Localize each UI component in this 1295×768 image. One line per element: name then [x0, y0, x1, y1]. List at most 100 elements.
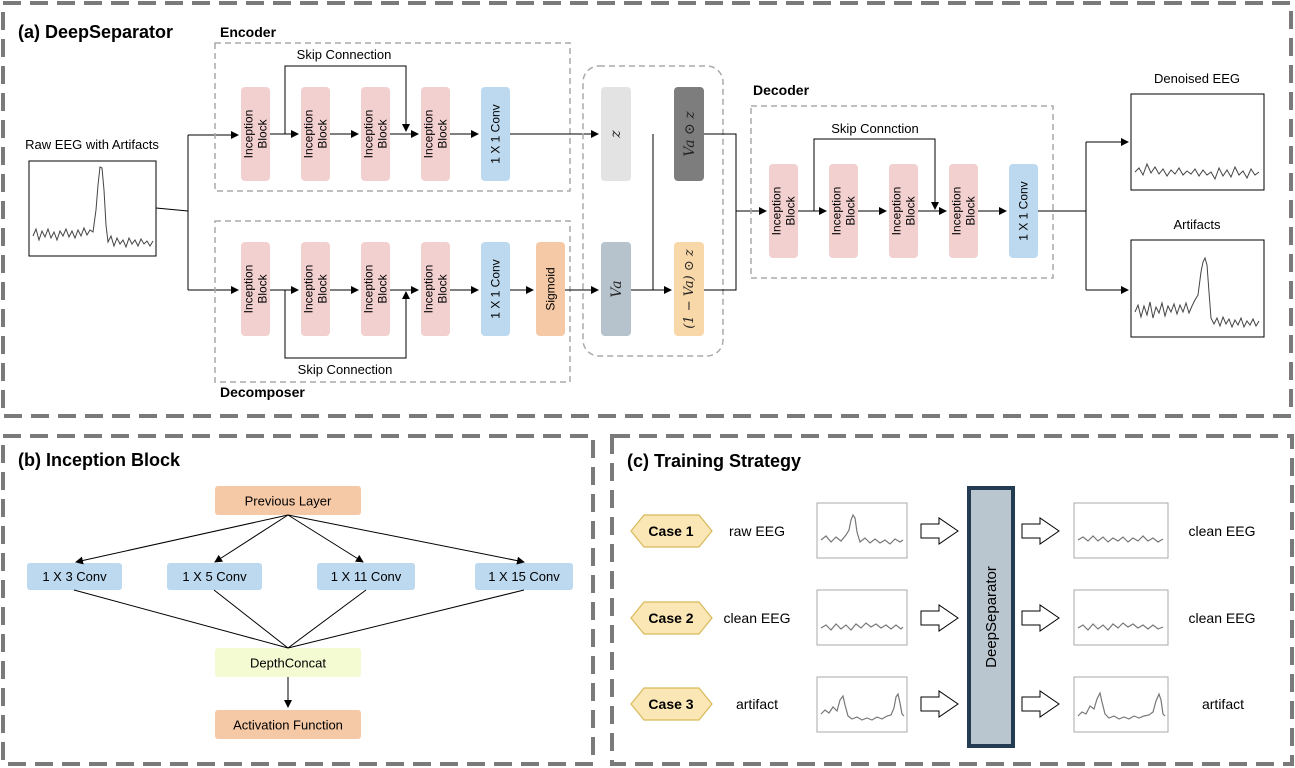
- case-3-input-plot: [816, 676, 908, 733]
- conv-1x3-box: 1 X 3 Conv: [27, 563, 122, 590]
- latent-group: [582, 65, 724, 357]
- svg-text:Previous Layer: Previous Layer: [245, 494, 332, 509]
- depth-concat-box: DepthConcat: [215, 648, 361, 677]
- va-block: Va: [601, 242, 631, 336]
- svg-text:InceptionBlock: InceptionBlock: [830, 187, 858, 236]
- svg-text:InceptionBlock: InceptionBlock: [950, 187, 978, 236]
- svg-text:InceptionBlock: InceptionBlock: [242, 265, 270, 314]
- decoder-skip-label: Skip Connction: [831, 121, 918, 136]
- svg-text:Va: Va: [609, 280, 625, 297]
- svg-text:1 X 1 Conv: 1 X 1 Conv: [489, 104, 503, 163]
- denoised-eeg-plot: [1130, 93, 1265, 191]
- encoder-inception-2: InceptionBlock: [301, 87, 330, 181]
- svg-text:InceptionBlock: InceptionBlock: [242, 110, 270, 159]
- case-2-input-plot: [816, 589, 908, 646]
- encoder-inception-3: InceptionBlock: [361, 87, 390, 181]
- case-2-output-label: clean EEG: [1189, 610, 1256, 626]
- decomposer-group: [214, 220, 571, 383]
- decomposer-sigmoid: Sigmoid: [536, 242, 565, 336]
- decomposer-conv-1x1: 1 X 1 Conv: [481, 242, 510, 336]
- panel-c-frame: [610, 434, 1294, 766]
- svg-text:DepthConcat: DepthConcat: [250, 656, 326, 671]
- artifacts-plot: [1130, 239, 1265, 338]
- decoder-inception-2: InceptionBlock: [829, 164, 858, 258]
- encoder-skip-wire: [284, 65, 410, 134]
- deepseparator-model-box: [967, 486, 1015, 748]
- raw-eeg-label: Raw EEG with Artifacts: [25, 137, 159, 152]
- case-3-output-plot: [1073, 676, 1169, 733]
- svg-text:InceptionBlock: InceptionBlock: [362, 110, 390, 159]
- svg-text:Case 2: Case 2: [648, 610, 693, 626]
- encoder-group: [214, 42, 571, 192]
- decomposer-label: Decomposer: [220, 384, 305, 400]
- decoder-inception-4: InceptionBlock: [949, 164, 978, 258]
- case-2-arrow-in: [920, 604, 959, 632]
- svg-text:InceptionBlock: InceptionBlock: [422, 110, 450, 159]
- conv-1x5-box: 1 X 5 Conv: [167, 563, 262, 590]
- deepseparator-model-label: DeepSeparator: [983, 566, 1000, 668]
- previous-layer-box: Previous Layer: [215, 486, 361, 515]
- svg-text:InceptionBlock: InceptionBlock: [302, 265, 330, 314]
- svg-text:InceptionBlock: InceptionBlock: [770, 187, 798, 236]
- svg-text:Case 3: Case 3: [648, 696, 693, 712]
- encoder-conv-1x1: 1 X 1 Conv: [481, 87, 510, 181]
- decoder-skip-wire: [813, 138, 939, 211]
- svg-text:1 X 1 Conv: 1 X 1 Conv: [1017, 181, 1031, 240]
- case-1-arrow-in: [920, 517, 959, 545]
- decomposer-skip-label: Skip Connection: [298, 362, 393, 377]
- encoder-inception-4: InceptionBlock: [421, 87, 450, 181]
- artifacts-label: Artifacts: [1174, 217, 1221, 232]
- svg-text:1 X 5 Conv: 1 X 5 Conv: [182, 569, 247, 584]
- decomposer-inception-3: InceptionBlock: [361, 242, 390, 336]
- encoder-skip-label: Skip Connection: [297, 47, 392, 62]
- case-1-input-label: raw EEG: [729, 523, 785, 539]
- svg-text:InceptionBlock: InceptionBlock: [422, 265, 450, 314]
- case-3-arrow-out: [1021, 690, 1060, 718]
- decoder-inception-1: InceptionBlock: [769, 164, 798, 258]
- svg-text:1 X 1 Conv: 1 X 1 Conv: [489, 259, 503, 318]
- one-minus-va-times-z-block: (1 − Va) ⊙ z: [674, 242, 704, 336]
- case-2-arrow-out: [1021, 604, 1060, 632]
- svg-text:InceptionBlock: InceptionBlock: [302, 110, 330, 159]
- panel-a-title: (a) DeepSeparator: [18, 22, 173, 42]
- svg-text:Activation Function: Activation Function: [233, 718, 343, 733]
- artifacts-signal: [1134, 256, 1260, 329]
- decoder-conv-1x1: 1 X 1 Conv: [1009, 164, 1038, 258]
- case-1-badge: Case 1: [630, 514, 713, 548]
- case-1-output-plot: [1073, 502, 1169, 559]
- denoised-eeg-label: Denoised EEG: [1154, 71, 1240, 86]
- denoised-eeg-signal: [1134, 162, 1260, 181]
- encoder-label: Encoder: [220, 24, 277, 40]
- decomposer-skip-wire: [284, 290, 410, 359]
- case-2-input-label: clean EEG: [724, 610, 791, 626]
- decoder-inception-3: InceptionBlock: [889, 164, 918, 258]
- panel-a-frame: [1, 1, 1293, 418]
- case-3-arrow-in: [920, 690, 959, 718]
- svg-text:1 X 15 Conv: 1 X 15 Conv: [488, 569, 560, 584]
- svg-text:Va ⊙ z: Va ⊙ z: [682, 111, 698, 157]
- svg-text:InceptionBlock: InceptionBlock: [362, 265, 390, 314]
- encoder-inception-1: InceptionBlock: [241, 87, 270, 181]
- svg-text:1 X 11 Conv: 1 X 11 Conv: [331, 569, 402, 584]
- panel-c-title: (c) Training Strategy: [627, 451, 801, 471]
- conv-1x11-box: 1 X 11 Conv: [317, 563, 415, 590]
- svg-text:(1 − Va) ⊙ z: (1 − Va) ⊙ z: [682, 249, 697, 329]
- input-wire: [155, 207, 189, 212]
- case-3-output-label: artifact: [1202, 696, 1244, 712]
- activation-function-box: Activation Function: [215, 710, 361, 739]
- case-1-input-plot: [816, 502, 908, 559]
- decomposer-inception-1: InceptionBlock: [241, 242, 270, 336]
- svg-text:Case 1: Case 1: [648, 523, 693, 539]
- decoder-label: Decoder: [753, 82, 810, 98]
- conv-1x15-box: 1 X 15 Conv: [475, 563, 573, 590]
- panel-b-title: (b) Inception Block: [18, 450, 181, 470]
- va-times-z-block: Va ⊙ z: [674, 87, 704, 181]
- svg-text:InceptionBlock: InceptionBlock: [890, 187, 918, 236]
- case-1-output-label: clean EEG: [1189, 523, 1256, 539]
- svg-text:z: z: [608, 130, 624, 139]
- svg-text:1 X 3 Conv: 1 X 3 Conv: [42, 569, 107, 584]
- decomposer-inception-2: InceptionBlock: [301, 242, 330, 336]
- svg-text:Sigmoid: Sigmoid: [544, 267, 558, 310]
- case-2-badge: Case 2: [630, 601, 713, 635]
